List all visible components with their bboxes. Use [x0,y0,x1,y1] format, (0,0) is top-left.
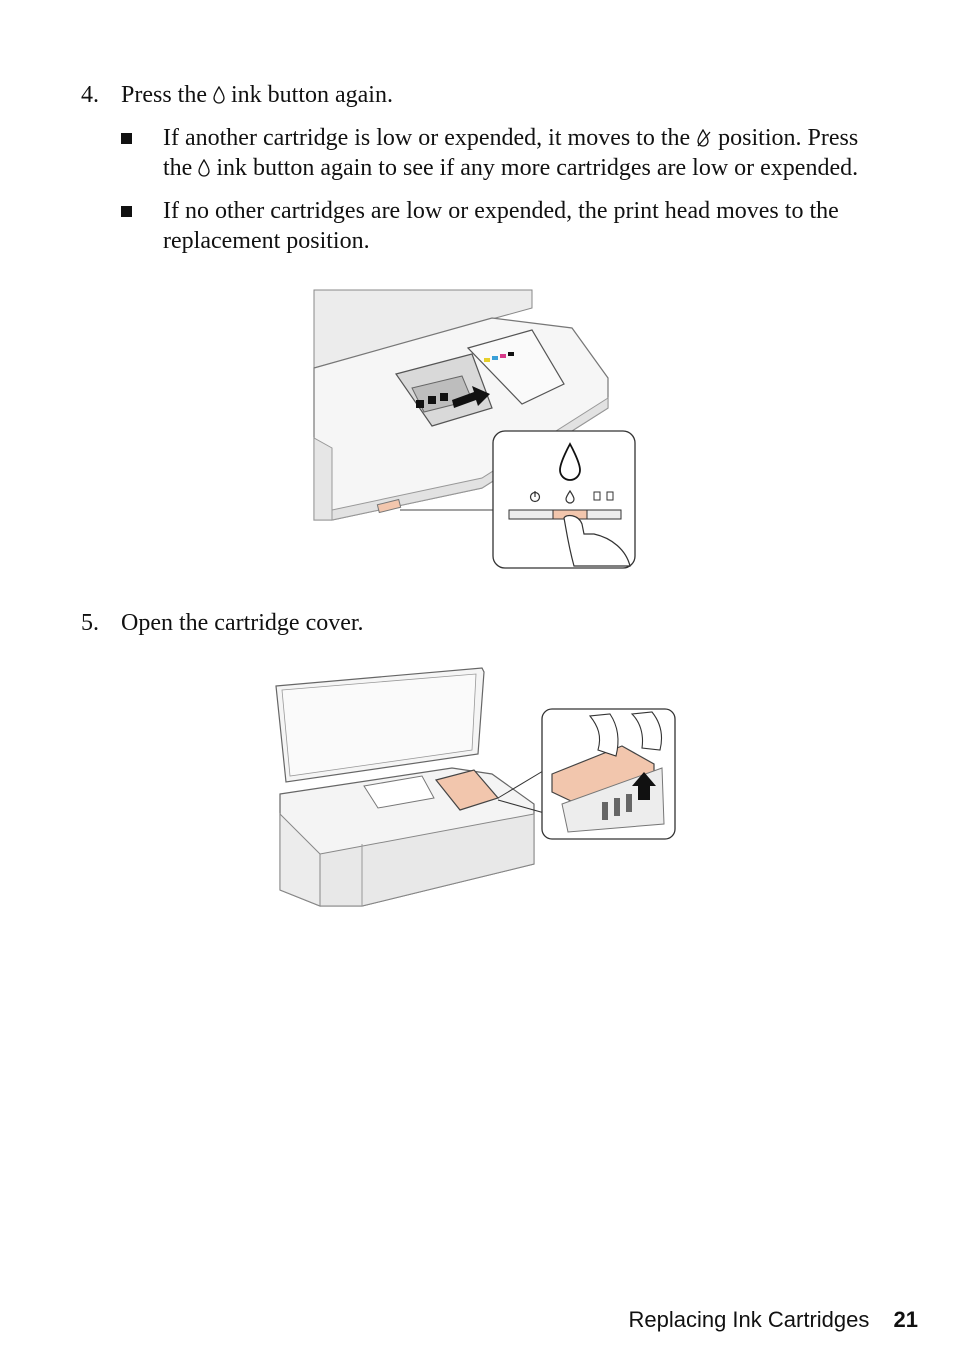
bullet-marker [121,206,132,217]
step-5-number: 5. [81,610,99,636]
bullet-marker [121,133,132,144]
page-footer: Replacing Ink Cartridges 21 [628,1305,918,1335]
footer-section-title: Replacing Ink Cartridges [628,1307,870,1332]
bullet-1-line-1-post: position. Press [718,125,859,151]
bullet-1-line-1-pre: If another cartridge is low or expended,… [163,125,691,151]
bullet-2-line-1: If no other cartridges are low or expend… [163,198,839,224]
printer-ink-button-illustration [313,289,636,569]
step-4-text-pre: Press the [121,82,207,108]
step-4-text-post: ink button again. [231,82,393,108]
ink-drop-icon [198,159,210,177]
ink-drop-icon [213,86,225,104]
step-5-text: Open the cartridge cover. [121,610,364,636]
ink-replace-icon [697,129,711,147]
printer-open-cartridge-cover-illustration [275,667,676,907]
bullet-1-line-2-post: ink button again to see if any more cart… [216,155,859,181]
page-number: 21 [893,1307,918,1332]
bullet-2-line-2: replacement position. [163,228,370,254]
step-4-number: 4. [81,82,99,108]
bullet-1-line-2-pre: the [163,155,193,181]
bullet-1-line-2: the ink button again to see if any more … [163,153,858,183]
bullet-1-line-1: If another cartridge is low or expended,… [163,123,858,153]
step-4-text: Press the ink button again. [121,80,393,110]
